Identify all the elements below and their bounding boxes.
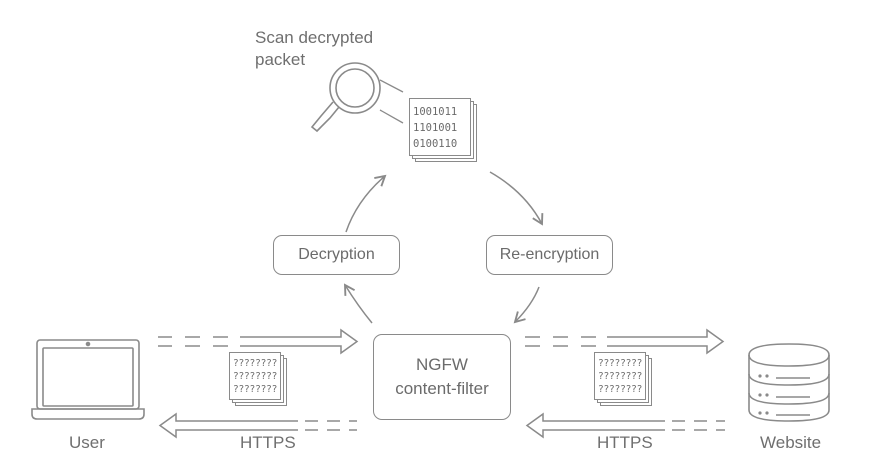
dashes-ngfw-to-website	[525, 336, 596, 347]
dashes-user-to-ngfw	[158, 336, 228, 347]
encrypted-line: ????????	[598, 384, 643, 395]
encrypted-line: ????????	[233, 371, 278, 382]
scan-label: Scan decrypted packet	[255, 27, 373, 71]
reencryption-label: Re-encryption	[499, 246, 600, 263]
server-leds	[758, 374, 769, 415]
arrow-scan-to-reencryption	[489, 171, 544, 226]
dashes-website-to-ngfw	[672, 420, 725, 431]
arrow-user-to-ngfw	[240, 328, 359, 355]
arrow-reencryption-to-ngfw	[513, 286, 540, 324]
scan-label-line1: Scan decrypted	[255, 28, 374, 47]
encrypted-line: ????????	[598, 371, 643, 382]
server-icon	[748, 343, 830, 422]
encrypted-line: ????????	[233, 358, 278, 369]
reencryption-step: Re-encryption	[486, 235, 613, 275]
laptop-icon	[31, 339, 145, 420]
magnifier-icon	[310, 62, 381, 133]
https-label-left: HTTPS	[240, 433, 296, 452]
encrypted-packet-right: ???????? ???????? ????????	[594, 352, 652, 406]
decryption-step: Decryption	[273, 235, 400, 275]
website-label: Website	[760, 433, 822, 452]
binary-line: 1101001	[413, 122, 458, 134]
arrow-ngfw-to-decryption	[343, 283, 373, 324]
arrow-ngfw-to-user	[158, 412, 298, 439]
encrypted-line: ????????	[233, 384, 278, 395]
binary-line: 0100110	[413, 138, 458, 150]
decrypted-packet-document: 1001011 1101001 0100110	[409, 98, 477, 162]
encrypted-packet-left: ???????? ???????? ????????	[229, 352, 287, 406]
user-label: User	[69, 433, 105, 452]
ngfw-content-filter: NGFW content-filter	[373, 334, 511, 420]
ngfw-label-line1: NGFW	[416, 355, 468, 374]
scan-connector	[379, 79, 404, 124]
dashes-ngfw-to-user	[305, 420, 357, 431]
https-label-right: HTTPS	[597, 433, 653, 452]
arrow-ngfw-to-website	[607, 328, 725, 355]
ngfw-label-line2: content-filter	[395, 379, 489, 398]
binary-line: 1001011	[413, 106, 458, 118]
encrypted-line: ????????	[598, 358, 643, 369]
scan-label-line2: packet	[255, 50, 306, 69]
arrow-decryption-to-scan	[345, 174, 387, 233]
arrow-website-to-ngfw	[525, 412, 665, 439]
decryption-label: Decryption	[298, 246, 375, 263]
